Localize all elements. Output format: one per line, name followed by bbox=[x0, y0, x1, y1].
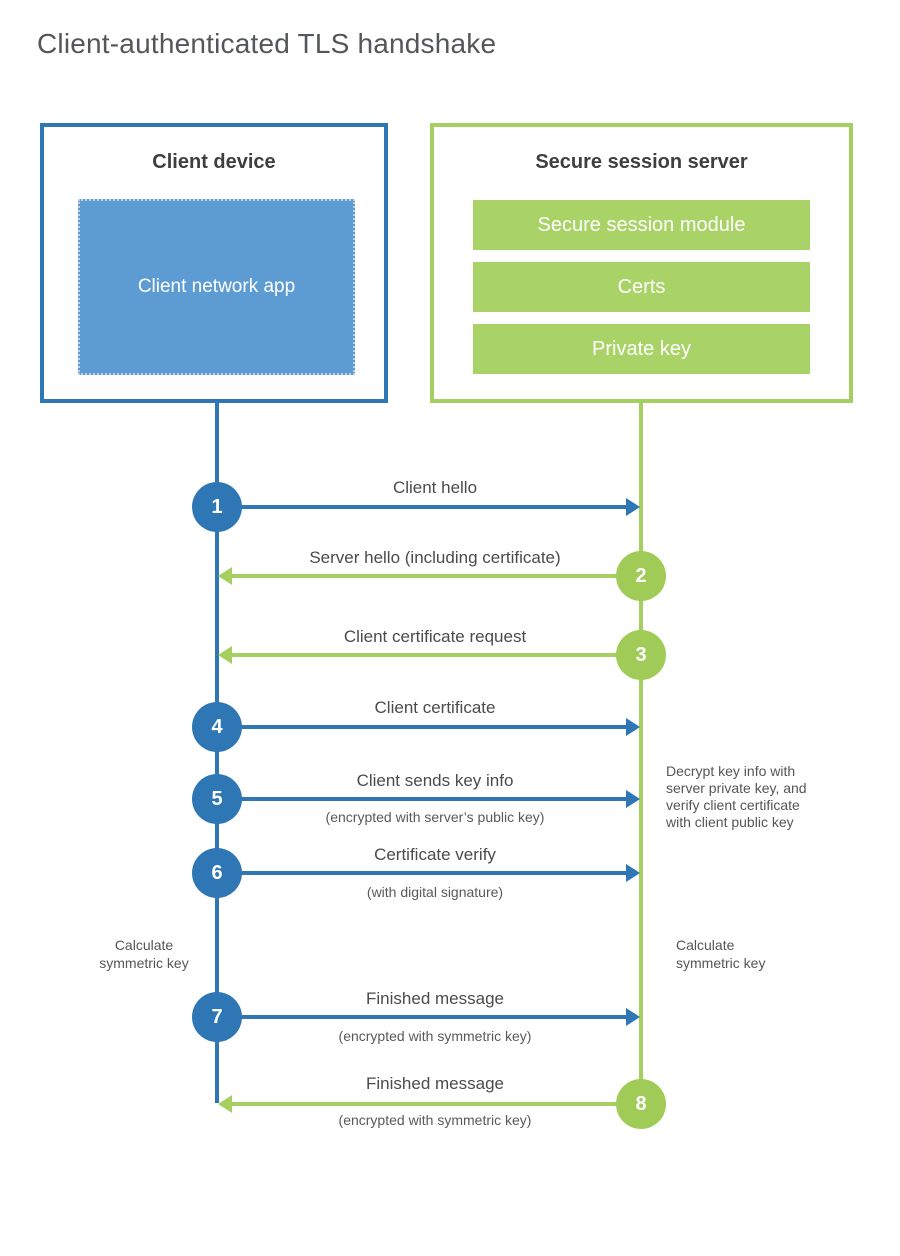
arrow-finished-message-server bbox=[218, 1095, 618, 1113]
step-label: Certificate verify bbox=[374, 845, 496, 864]
step-sublabel: (with digital signature) bbox=[366, 884, 504, 900]
step-sublabel: (encrypted with server’s public key) bbox=[325, 809, 545, 825]
server-module-label: Secure session module bbox=[537, 213, 746, 236]
step-sublabel: (encrypted with symmetric key) bbox=[338, 1028, 532, 1044]
step-circle-7: 7 bbox=[192, 992, 242, 1042]
client-network-app-label: Client network app bbox=[137, 275, 296, 297]
step-label: Client hello bbox=[392, 478, 478, 497]
step-label: Finished message bbox=[366, 989, 504, 1008]
server-module-label: Certs bbox=[617, 275, 666, 298]
step-circle-6: 6 bbox=[192, 848, 242, 898]
server-module-certs: Certs bbox=[473, 262, 810, 312]
server-lifeline bbox=[639, 403, 643, 1104]
arrow-client-certificate bbox=[240, 718, 640, 736]
note-decrypt-key-info: Decrypt key info with server private key… bbox=[666, 763, 807, 831]
note-calculate-symmetric-key-client: Calculate symmetric key bbox=[99, 937, 189, 971]
client-device-title: Client device bbox=[152, 151, 276, 173]
note-calculate-symmetric-key-server: Calculate symmetric key bbox=[676, 937, 766, 971]
step-label: Finished message bbox=[366, 1074, 504, 1093]
step-label: Client sends key info bbox=[356, 771, 514, 790]
step-sublabel: (encrypted with symmetric key) bbox=[338, 1112, 532, 1128]
step-label: Client certificate request bbox=[343, 627, 527, 646]
step-circle-1: 1 bbox=[192, 482, 242, 532]
server-module-private-key: Private key bbox=[473, 324, 810, 374]
step-label: Client certificate bbox=[374, 698, 496, 717]
secure-session-server-title: Secure session server bbox=[535, 151, 748, 173]
arrow-finished-message-client bbox=[240, 1008, 640, 1026]
client-lifeline bbox=[215, 403, 219, 1103]
server-module-secure-session: Secure session module bbox=[473, 200, 810, 250]
page-title: Client-authenticated TLS handshake bbox=[37, 28, 497, 59]
step-circle-8: 8 bbox=[616, 1079, 666, 1129]
step-circle-2: 2 bbox=[616, 551, 666, 601]
step-label: Server hello (including certificate) bbox=[309, 548, 561, 567]
arrow-client-hello bbox=[240, 498, 640, 516]
arrow-server-hello bbox=[218, 567, 618, 585]
step-circle-3: 3 bbox=[616, 630, 666, 680]
step-circle-5: 5 bbox=[192, 774, 242, 824]
arrow-client-sends-key-info bbox=[240, 790, 640, 808]
arrow-client-certificate-request bbox=[218, 646, 618, 664]
arrow-certificate-verify bbox=[240, 864, 640, 882]
step-circle-4: 4 bbox=[192, 702, 242, 752]
client-network-app-box: Client network app bbox=[78, 199, 355, 375]
server-module-label: Private key bbox=[592, 337, 691, 360]
